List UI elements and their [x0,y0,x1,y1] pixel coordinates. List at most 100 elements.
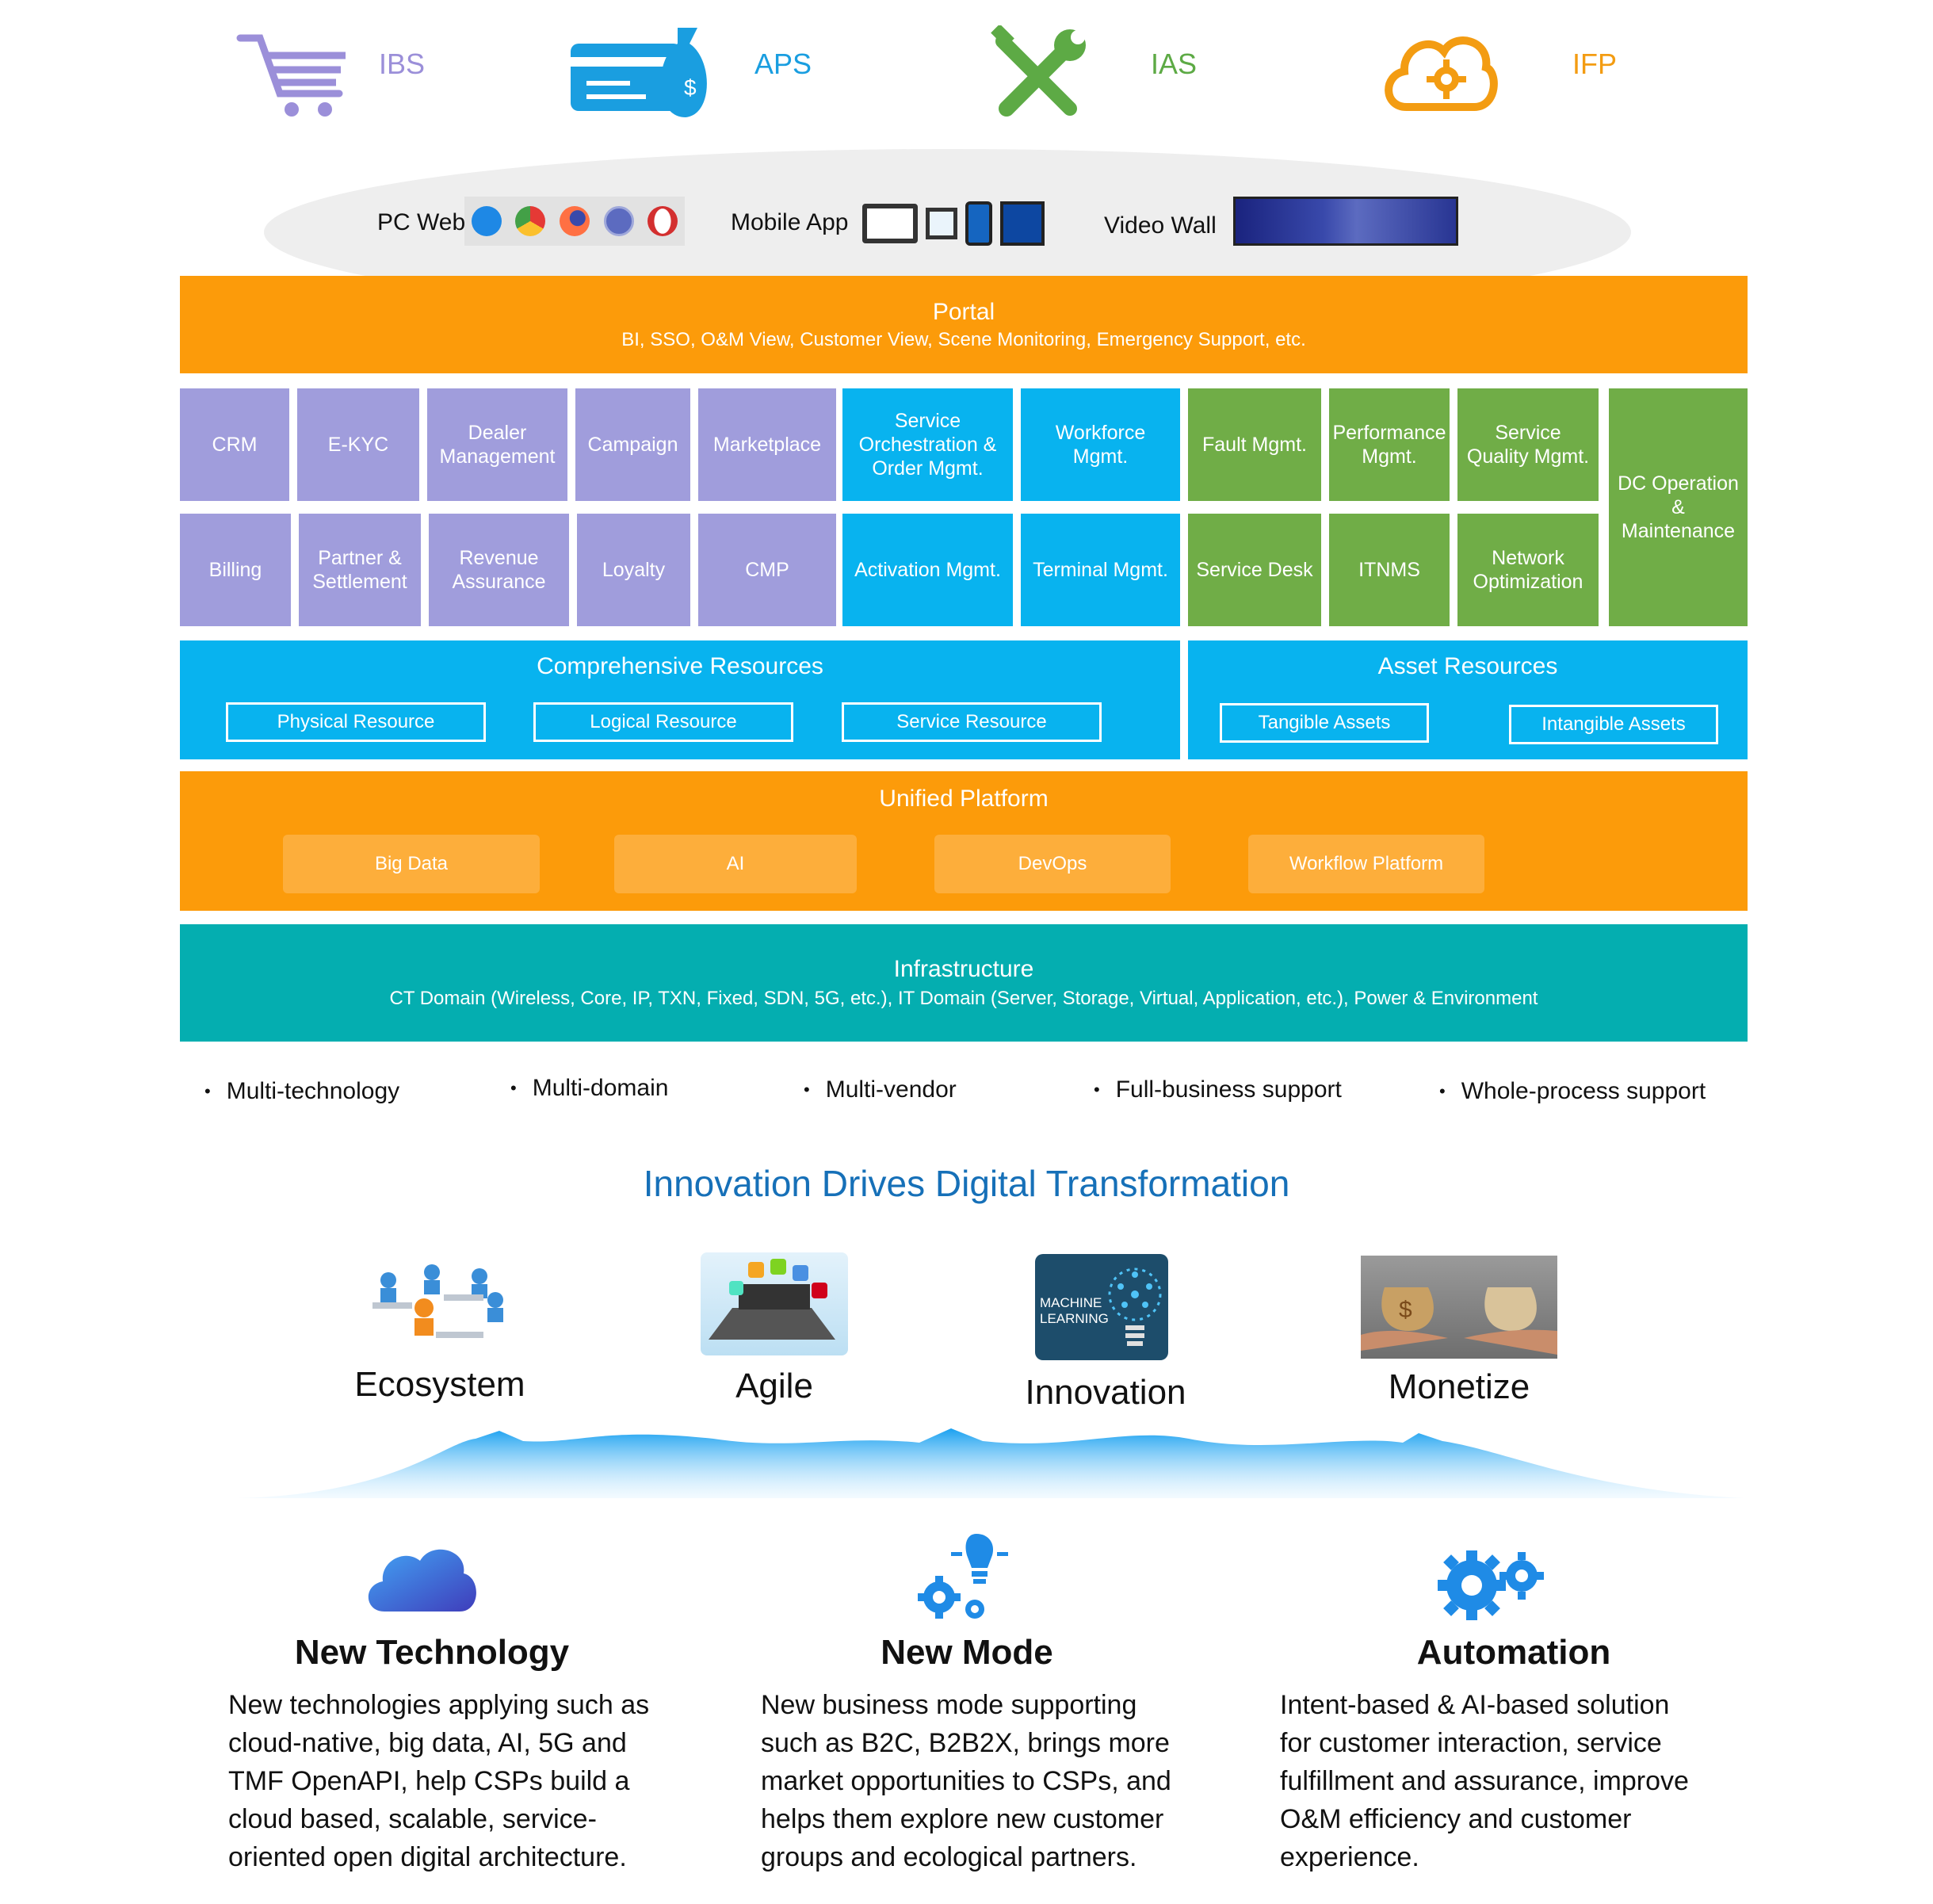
comprehensive-resources-band: Comprehensive Resources Physical Resourc… [180,640,1180,759]
channel-mobile-app-label: Mobile App [731,209,849,235]
module-terminal-mgmt: Terminal Mgmt. [1021,514,1180,626]
feature-whole-process: •Whole-process support [1439,1078,1706,1104]
body-line: experience. [1280,1842,1419,1872]
body-line: O&M efficiency and customer [1280,1804,1632,1834]
ml-text-line1: MACHINE [1040,1295,1102,1310]
pillar-agile: Agile [735,1367,813,1405]
channel-pc-web-label: PC Web [377,209,466,235]
body-line: for customer interaction, service [1280,1728,1662,1758]
feature-label: Multi-technology [226,1078,400,1104]
cloud-icon [368,1549,476,1612]
opera-browser-icon [648,206,678,236]
body-line: TMF OpenAPI, help CSPs build a [228,1766,630,1796]
ecosystem-image [357,1256,523,1344]
portal-band: Portal BI, SSO, O&M View, Customer View,… [180,276,1748,373]
logical-resource-box: Logical Resource [533,702,793,742]
monitor-icon [926,208,957,239]
browser-icons [464,197,685,246]
body-line: Intent-based & AI-based solution [1280,1690,1670,1720]
phone-icon [965,201,992,246]
tablet-icon [862,204,918,243]
feature-multi-domain: •Multi-domain [510,1075,669,1101]
gears-icon [1438,1550,1544,1620]
people-desks-icon [372,1264,503,1338]
column-title-new-technology: New Technology [294,1633,570,1672]
module-service-desk: Service Desk [1188,514,1321,626]
dashboard-icon [1000,201,1045,246]
module-cmp: CMP [698,514,836,626]
body-line: fulfillment and assurance, improve [1280,1766,1689,1796]
module-loyalty: Loyalty [577,514,690,626]
big-data-box: Big Data [283,835,540,893]
column-title-new-mode: New Mode [881,1633,1053,1672]
cloud-gear-icon [1385,36,1498,111]
ml-text-line2: LEARNING [1040,1311,1109,1326]
body-line: market opportunities to CSPs, and [761,1766,1171,1796]
module-dealer-management: Dealer Management [427,388,567,501]
firefox-browser-icon [559,206,590,236]
asset-resources-band: Asset Resources Tangible Assets Intangib… [1188,640,1748,759]
product-label-aps: APS [754,48,812,80]
module-revenue-assurance: Revenue Assurance [429,514,569,626]
lightbulb-network-icon [1108,1267,1162,1346]
module-itnms: ITNMS [1329,514,1450,626]
module-network-optimization: Network Optimization [1457,514,1599,626]
module-service-quality-mgmt: Service Quality Mgmt. [1457,388,1599,501]
ie-browser-icon [471,206,502,236]
asset-resources-title: Asset Resources [1377,653,1558,679]
chrome-browser-icon [515,206,546,236]
module-marketplace: Marketplace [698,388,836,501]
body-line: New technologies applying such as [228,1690,650,1720]
module-activation-mgmt: Activation Mgmt. [842,514,1013,626]
blue-wave-decoration [238,1428,1744,1498]
body-line: cloud based, scalable, service- [228,1804,597,1834]
product-label-ias: IAS [1151,48,1198,80]
unified-platform-band: Unified Platform Big Data AI DevOps Work… [180,771,1748,911]
body-line: such as B2C, B2B2X, brings more [761,1728,1170,1758]
column-body-new-technology: New technologies applying such as cloud-… [228,1686,720,1876]
tools-icon [991,25,1086,117]
unified-platform-title: Unified Platform [879,786,1049,812]
payment-card-icon: $ [571,28,707,117]
svg-text:$: $ [1399,1297,1412,1323]
feature-full-business: •Full-business support [1094,1076,1342,1103]
body-line: oriented open digital architecture. [228,1842,627,1872]
feature-multi-vendor: •Multi-vendor [804,1076,957,1103]
infrastructure-subtitle: CT Domain (Wireless, Core, IP, TXN, Fixe… [389,988,1538,1009]
safari-browser-icon [603,206,634,236]
agile-image [701,1252,848,1355]
infrastructure-band: Infrastructure CT Domain (Wireless, Core… [180,924,1748,1042]
feature-label: Multi-domain [532,1075,669,1101]
device-icons [862,197,1046,250]
column-body-automation: Intent-based & AI-based solution for cus… [1280,1686,1771,1876]
body-line: helps them explore new customer [761,1804,1164,1834]
gears-lightbulb-icon [918,1534,1008,1619]
body-line: New business mode supporting [761,1690,1137,1720]
pillar-ecosystem: Ecosystem [354,1365,525,1404]
svg-text:$: $ [684,75,697,100]
module-ekyc: E-KYC [297,388,419,501]
intangible-assets-box: Intangible Assets [1509,705,1718,744]
body-line: groups and ecological partners. [761,1842,1137,1872]
feature-label: Full-business support [1115,1076,1342,1103]
headline: Innovation Drives Digital Transformation [643,1163,1290,1204]
module-service-orchestration: Service Orchestration & Order Mgmt. [842,388,1013,501]
module-partner-settlement: Partner & Settlement [299,514,421,626]
shopping-cart-icon [236,34,346,117]
money-bag-exchange-icon: $ [1361,1287,1557,1355]
laptop-apps-icon [709,1259,835,1340]
module-campaign: Campaign [575,388,690,501]
module-billing: Billing [180,514,291,626]
product-label-ibs: IBS [379,48,426,80]
module-dc-operation: DC Operation & Maintenance [1609,388,1748,626]
workflow-platform-box: Workflow Platform [1248,835,1484,893]
pillar-innovation: Innovation [1025,1373,1186,1412]
physical-resource-box: Physical Resource [226,702,486,742]
body-line: cloud-native, big data, AI, 5G and [228,1728,627,1758]
module-workforce-mgmt: Workforce Mgmt. [1021,388,1180,501]
ai-box: AI [614,835,857,893]
column-title-automation: Automation [1416,1633,1611,1672]
comprehensive-resources-title: Comprehensive Resources [537,653,823,679]
channel-video-wall-label: Video Wall [1104,212,1217,239]
innovation-image: MACHINE LEARNING [1035,1254,1168,1360]
